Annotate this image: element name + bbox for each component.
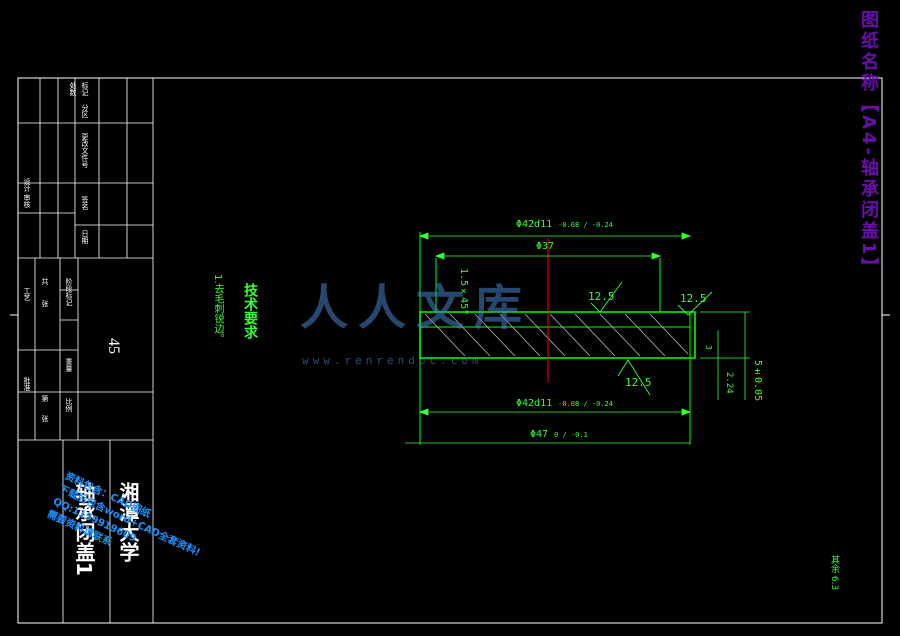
- tb-label: 张: [41, 415, 49, 422]
- dim-thickness: 5±0.05: [752, 360, 763, 402]
- dim-d-top: Φ42d11 -0.08 / -0.24: [516, 219, 613, 230]
- tb-label: 签名: [81, 196, 89, 210]
- tb-label: 标记: [81, 82, 89, 96]
- dim-d-bottom-tol: -0.08 / -0.24: [558, 400, 613, 408]
- tb-label: 张: [41, 300, 49, 307]
- section-hatching: [424, 313, 689, 357]
- dim-d-outer-tol: 0 / -0.1: [554, 431, 588, 439]
- tb-label: 审核: [23, 194, 31, 208]
- part-name-label: 轴承闭盖1: [72, 482, 96, 576]
- tb-label: 共: [41, 278, 49, 285]
- tb-label: 阶段标记: [65, 278, 73, 306]
- dim-d-top-value: Φ42d11: [516, 219, 553, 230]
- watermark-url: www.renrendoc.com: [302, 354, 483, 367]
- dim-d-bottom: Φ42d11 -0.08 / -0.24: [516, 398, 613, 409]
- dim-d-inner: Φ37: [536, 241, 555, 252]
- dim-other-rough: 其余 6.3: [829, 555, 839, 591]
- tech-req-heading: 技术要求: [242, 283, 258, 339]
- side-title: 图纸名称【A4-轴承闭盖1】: [858, 10, 879, 279]
- tb-label: 第: [41, 395, 49, 402]
- dim-d-outer-value: Φ47: [530, 429, 549, 440]
- tb-label: 批准: [23, 377, 31, 391]
- tb-label: 比例: [65, 398, 73, 412]
- dim-rough-3: 12.5: [625, 376, 652, 389]
- dim-rough-2: 12.5: [680, 292, 707, 305]
- tb-label: 更改文件号: [81, 133, 89, 168]
- watermark-logo: 人人文库: [300, 280, 533, 336]
- dim-d-outer: Φ47 0 / -0.1: [530, 429, 588, 440]
- tb-label: 重量: [65, 358, 73, 372]
- dim-step: 2.24: [724, 372, 734, 394]
- dim-d-top-tol: -0.08 / -0.24: [558, 221, 613, 229]
- tb-label: 分区: [81, 104, 89, 118]
- material-label: 45: [105, 338, 122, 354]
- dimension-lines: [405, 232, 750, 444]
- tb-label: 日期: [81, 230, 89, 244]
- university-label: 湘潭大学: [116, 482, 140, 562]
- part-outline: [419, 232, 696, 445]
- tb-label: 设计: [23, 178, 31, 192]
- roughness-symbols: [590, 281, 713, 396]
- dim-small: 3: [704, 345, 713, 350]
- dim-rough-1: 12.5: [588, 290, 615, 303]
- title-block-grid: [17, 77, 154, 624]
- dim-chamfer: 1.5×45°: [458, 268, 469, 316]
- tb-label: 处数: [69, 82, 77, 96]
- dim-d-bottom-value: Φ42d11: [516, 398, 553, 409]
- tb-label: 工艺: [23, 287, 31, 301]
- tech-req-item: 1.去毛刺锐边。: [212, 274, 223, 344]
